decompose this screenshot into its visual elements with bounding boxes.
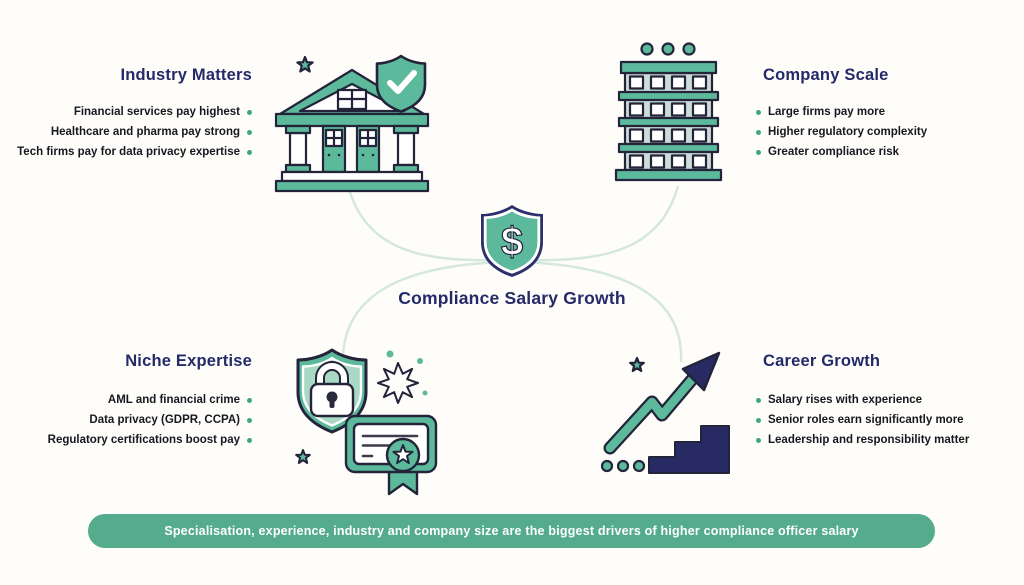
- fact-row: Tech firms pay for data privacy expertis…: [0, 142, 252, 162]
- fact-text: AML and financial crime: [107, 394, 240, 406]
- bank-building-icon: [274, 54, 430, 193]
- fact-text: Financial services pay highest: [73, 106, 240, 118]
- star-icon: [296, 55, 314, 73]
- window-grid: [628, 75, 708, 169]
- fact-text: Large firms pay more: [768, 106, 885, 118]
- fact-row: Healthcare and pharma pay strong: [0, 122, 252, 142]
- summary-banner-text: Specialisation, experience, industry and…: [164, 524, 859, 538]
- column-icon: [284, 124, 312, 174]
- section-title-company: Company Scale: [763, 66, 889, 84]
- section-title-career: Career Growth: [763, 352, 881, 370]
- fact-row: Large firms pay more: [756, 102, 1016, 122]
- shield-check-icon: [375, 54, 427, 113]
- bullet-dot-icon: [756, 397, 761, 403]
- summary-banner: Specialisation, experience, industry and…: [88, 514, 935, 548]
- fact-row: Data privacy (GDPR, CCPA): [0, 410, 252, 430]
- bullet-dot-icon: [247, 149, 252, 155]
- star-icon: [295, 449, 311, 464]
- fact-text: Salary rises with experience: [768, 394, 923, 406]
- fact-text: Leadership and responsibility matter: [768, 434, 970, 446]
- column-icon: [392, 124, 420, 174]
- stairs-icon: [648, 425, 730, 474]
- bullet-dot-icon: [247, 437, 252, 443]
- bullet-dot-icon: [756, 417, 761, 423]
- fact-list-career: Salary rises with experience Senior role…: [756, 390, 1024, 450]
- shield-lock-icon: [296, 348, 368, 434]
- section-career-growth: Career Growth Salary rises with experien…: [756, 350, 1024, 450]
- fact-row: Salary rises with experience: [756, 390, 1024, 410]
- bullet-dot-icon: [756, 129, 761, 135]
- fact-list-company: Large firms pay more Higher regulatory c…: [756, 102, 1016, 162]
- shield-lock-certificate-icon: [295, 348, 438, 496]
- section-industry-matters: Industry Matters Financial services pay …: [0, 64, 252, 162]
- fact-text: Higher regulatory complexity: [768, 126, 928, 138]
- fact-list-niche: AML and financial crime Data privacy (GD…: [0, 390, 252, 450]
- star-icon: [629, 356, 645, 373]
- bullet-dot-icon: [247, 109, 252, 115]
- fact-text: Regulatory certifications boost pay: [47, 434, 240, 446]
- fact-list-industry: Financial services pay highest Healthcar…: [0, 102, 252, 162]
- bullet-dot-icon: [756, 437, 761, 443]
- fact-row: Regulatory certifications boost pay: [0, 430, 252, 450]
- fact-row: Senior roles earn significantly more: [756, 410, 1024, 430]
- certificate-icon: [344, 414, 438, 496]
- section-niche-expertise: Niche Expertise AML and financial crime …: [0, 350, 252, 450]
- bullet-dot-icon: [247, 397, 252, 403]
- dollar-shield-icon: $: [481, 205, 543, 277]
- door-icon: [355, 124, 381, 174]
- office-building-icon: [614, 42, 723, 182]
- bullet-dot-icon: [756, 149, 761, 155]
- fact-row: Higher regulatory complexity: [756, 122, 1016, 142]
- fact-text: Healthcare and pharma pay strong: [50, 126, 240, 138]
- section-title-niche: Niche Expertise: [125, 352, 252, 370]
- growth-arrow-icon: [603, 351, 721, 455]
- fact-text: Data privacy (GDPR, CCPA): [89, 414, 240, 426]
- fact-text: Senior roles earn significantly more: [768, 414, 964, 426]
- rising-arrow-stairs-icon: [600, 351, 730, 474]
- door-icon: [321, 124, 347, 174]
- bullet-dot-icon: [756, 109, 761, 115]
- fact-row: Financial services pay highest: [0, 102, 252, 122]
- bullet-dot-icon: [247, 129, 252, 135]
- fact-row: AML and financial crime: [0, 390, 252, 410]
- center-title: Compliance Salary Growth: [398, 288, 626, 308]
- svg-text:$: $: [501, 220, 523, 264]
- starburst-icon: [377, 362, 419, 404]
- fact-text: Greater compliance risk: [768, 146, 900, 158]
- bullet-dot-icon: [247, 417, 252, 423]
- fact-row: Leadership and responsibility matter: [756, 430, 1024, 450]
- section-company-scale: Company Scale Large firms pay more Highe…: [756, 64, 1016, 162]
- section-title-industry: Industry Matters: [120, 66, 252, 84]
- fact-text: Tech firms pay for data privacy expertis…: [17, 146, 240, 158]
- fact-row: Greater compliance risk: [756, 142, 1016, 162]
